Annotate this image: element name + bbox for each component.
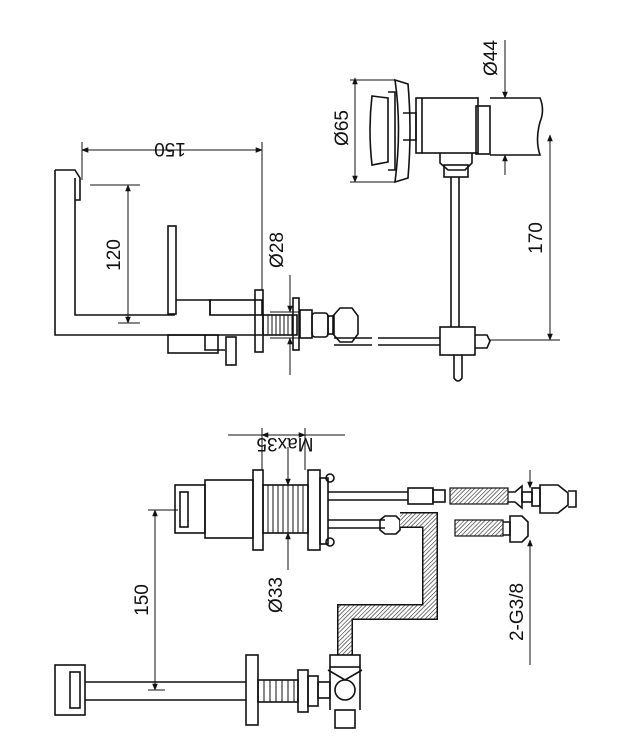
dim-max35: Max35: [256, 433, 313, 454]
dim-120: 120: [104, 239, 125, 271]
bottom-assembly-view: [54, 469, 577, 729]
dim-diameter-44: Ø44: [481, 40, 502, 76]
dim-170: 170: [526, 222, 547, 254]
dimension-lines: [81, 40, 560, 691]
dim-diameter-28: Ø28: [267, 232, 288, 268]
dim-150-top: 150: [154, 138, 186, 159]
dim-150-bottom: 150: [132, 584, 153, 616]
dim-diameter-65: Ø65: [332, 110, 353, 146]
dim-thread-2-g3-8: 2-G3/8: [507, 583, 528, 641]
top-spout-view: [54, 169, 491, 382]
top-drain-view: [369, 78, 544, 184]
dim-diameter-33: Ø33: [266, 577, 287, 613]
